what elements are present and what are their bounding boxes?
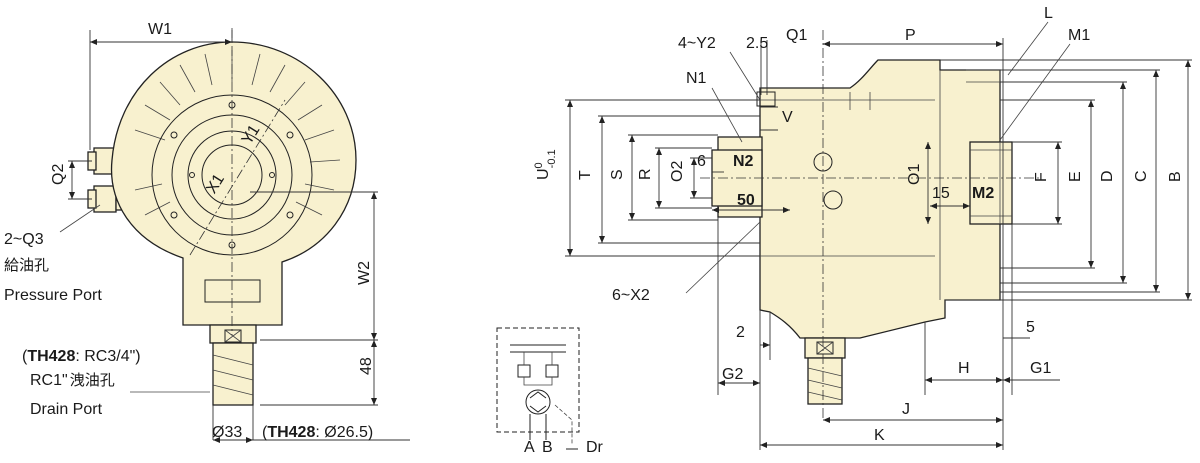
dim-48: 48 [358,357,375,375]
label-drain-rc: RC1"洩油孔 [30,371,115,389]
dim-50: 50 [737,192,755,209]
dim-15: 15 [932,185,950,202]
dim-F: F [1033,172,1050,182]
side-view: 2.5 4~Y2 Q1 P L M1 N1 V U0-0.1 T S R [533,5,1192,450]
dim-U: U0-0.1 [533,149,558,180]
front-body-outline [110,41,357,326]
dim-T: T [577,170,594,180]
dim-5: 5 [1026,319,1035,336]
nameplate [204,279,261,303]
dim-R: R [637,168,654,180]
dim-W1: W1 [148,21,172,38]
drain-port-fitting [209,324,257,406]
label-pressure-port-cn: 給油孔 [4,256,49,274]
dim-O2: O2 [669,161,686,182]
dim-2.5: 2.5 [746,35,768,52]
dim-J: J [902,401,910,418]
label-L: L [1044,5,1053,22]
dim-Q1: Q1 [786,27,807,44]
port-B: B [542,439,553,456]
side-drain-fitting [804,337,846,405]
port-Dr: Dr [586,439,604,456]
dim-O1: O1 [906,164,923,185]
dim-2: 2 [736,324,745,341]
dim-V: V [782,109,793,126]
dim-G2: G2 [722,366,743,383]
dim-dia-th428: (TH428: Ø26.5) [262,424,373,441]
dim-Q2: Q2 [50,164,67,185]
dim-D: D [1099,170,1116,182]
label-drain-en: Drain Port [30,401,103,418]
side-body-details [756,69,1012,300]
dim-H: H [958,360,970,377]
label-pressure-port-count: 2~Q3 [4,231,44,248]
label-drain-note: (TH428: RC3/4") [22,348,141,365]
dim-B: B [1167,171,1184,182]
label-M2: M2 [972,185,994,202]
label-6X2: 6~X2 [612,287,650,304]
side-body-outline [759,59,1001,339]
label-M1: M1 [1068,27,1090,44]
label-N2: N2 [733,153,754,170]
dim-dia33: Ø33 [212,424,242,441]
dim-P: P [905,27,916,44]
dim-4Y2: 4~Y2 [678,35,716,52]
dim-6: 6 [697,153,706,170]
dim-K: K [874,427,885,444]
dim-C: C [1133,170,1150,182]
port-A: A [524,439,535,456]
dim-G1: G1 [1030,360,1051,377]
dim-S: S [609,169,626,180]
label-pressure-port-en: Pressure Port [4,287,102,304]
dim-E: E [1067,171,1084,182]
dim-W2: W2 [356,261,373,285]
label-N1: N1 [686,70,707,87]
hydraulic-symbol: A B Dr [496,327,604,456]
front-view: W1 Q2 X1 Y1 W2 48 2~Q3 給油孔 Pressure Port… [4,21,410,443]
